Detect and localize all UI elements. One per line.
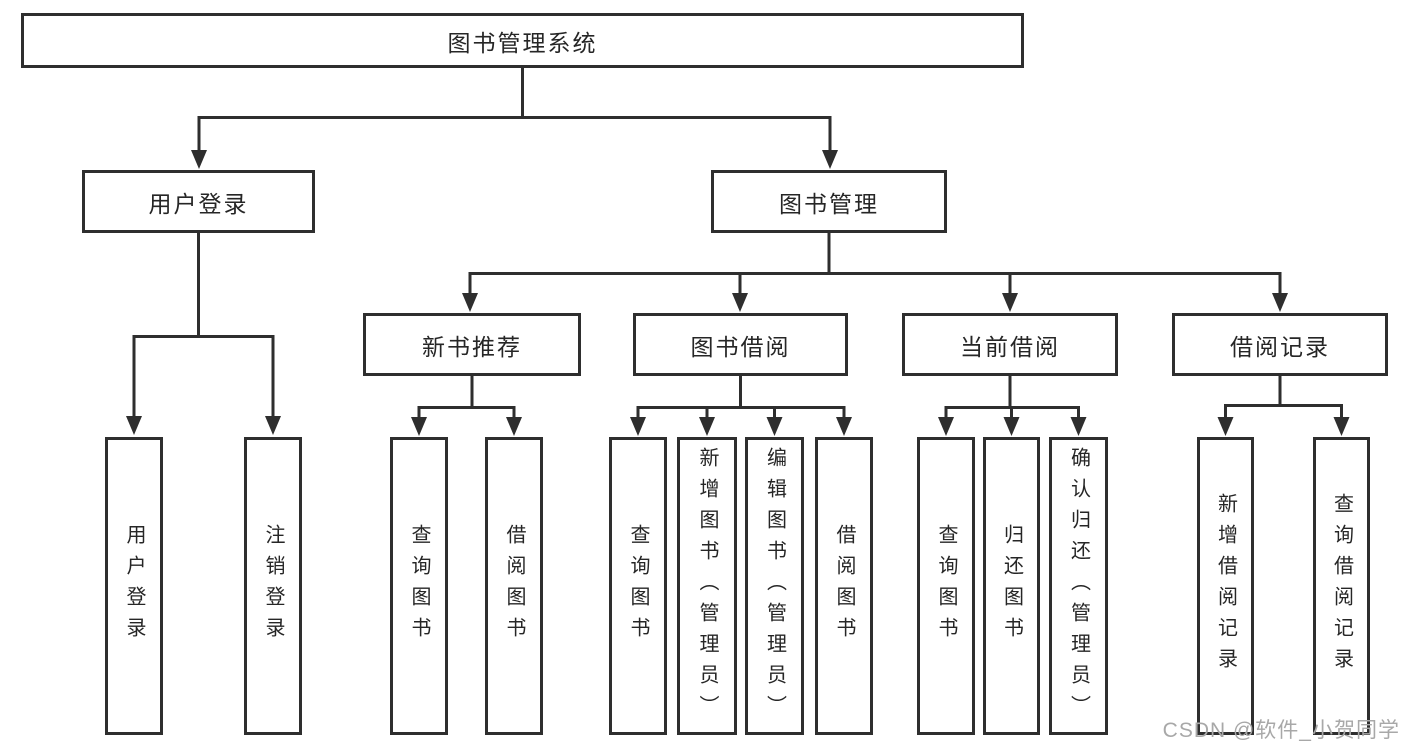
leaf-borrow-books: 借阅图书 bbox=[485, 437, 543, 735]
node-current-borrowing: 当前借阅 bbox=[902, 313, 1118, 376]
arrowheads-current-borrow-leaves bbox=[938, 417, 1087, 436]
node-user-login: 用户登录 bbox=[82, 170, 315, 233]
leaf-label: 借阅图书 bbox=[503, 524, 525, 648]
leaf-label: 注销登录 bbox=[262, 524, 284, 648]
node-book-borrowing: 图书借阅 bbox=[633, 313, 848, 376]
node-label: 图书管理系统 bbox=[447, 29, 598, 56]
node-label: 用户登录 bbox=[148, 190, 249, 217]
leaf-logout: 注销登录 bbox=[244, 437, 302, 735]
node-label: 图书借阅 bbox=[690, 333, 791, 360]
leaf-return-books: 归还图书 bbox=[983, 437, 1040, 735]
leaf-label: 确认归还（管理员） bbox=[1067, 446, 1090, 726]
node-library-management-system: 图书管理系统 bbox=[21, 13, 1024, 68]
arrowheads-level3 bbox=[462, 293, 1288, 312]
arrowheads-book-borrow-leaves bbox=[630, 417, 852, 436]
leaf-query-books: 查询图书 bbox=[609, 437, 667, 735]
leaf-label: 借阅图书 bbox=[833, 524, 855, 648]
leaf-add-borrow-record: 新增借阅记录 bbox=[1197, 437, 1254, 735]
edge-book-borrow-to-leaves bbox=[636, 376, 846, 418]
leaf-borrow-books: 借阅图书 bbox=[815, 437, 873, 735]
edge-book-mgmt-to-level3 bbox=[468, 233, 1282, 294]
node-label: 借阅记录 bbox=[1230, 333, 1330, 360]
leaf-label: 查询图书 bbox=[627, 524, 649, 648]
leaf-query-borrow-record: 查询借阅记录 bbox=[1313, 437, 1370, 735]
leaf-label: 查询图书 bbox=[935, 524, 957, 648]
node-label: 图书管理 bbox=[779, 190, 879, 217]
leaf-label: 用户登录 bbox=[123, 524, 145, 648]
csdn-watermark: CSDN @软件_小贺同学 bbox=[1162, 719, 1400, 742]
leaf-confirm-return-admin: 确认归还（管理员） bbox=[1049, 437, 1108, 735]
leaf-label: 查询借阅记录 bbox=[1330, 493, 1353, 679]
leaf-label: 编辑图书（管理员） bbox=[763, 446, 786, 726]
node-label: 新书推荐 bbox=[422, 333, 522, 360]
leaf-edit-books-admin: 编辑图书（管理员） bbox=[745, 437, 804, 735]
leaf-query-books: 查询图书 bbox=[390, 437, 448, 735]
leaf-user-login: 用户登录 bbox=[105, 437, 163, 735]
arrowheads-user-login-leaves bbox=[126, 416, 281, 435]
leaf-label: 新增图书（管理员） bbox=[696, 446, 718, 726]
leaf-query-books: 查询图书 bbox=[917, 437, 975, 735]
edge-user-login-to-leaves bbox=[132, 233, 275, 417]
leaf-label: 查询图书 bbox=[408, 524, 430, 648]
node-borrowing-records: 借阅记录 bbox=[1172, 313, 1388, 376]
leaf-add-books-admin: 新增图书（管理员） bbox=[677, 437, 737, 735]
node-book-management: 图书管理 bbox=[711, 170, 947, 233]
arrowheads-new-book-rec-leaves bbox=[411, 417, 522, 436]
edge-root-to-level2 bbox=[197, 68, 832, 151]
node-new-book-recommendation: 新书推荐 bbox=[363, 313, 581, 376]
arrowheads-borrow-records-leaves bbox=[1217, 417, 1350, 436]
leaf-label: 归还图书 bbox=[1000, 524, 1023, 648]
edge-new-book-rec-to-leaves bbox=[417, 376, 516, 418]
leaf-label: 新增借阅记录 bbox=[1214, 493, 1237, 679]
edge-current-borrow-to-leaves bbox=[944, 376, 1080, 418]
arrowheads-level2 bbox=[191, 150, 838, 169]
node-label: 当前借阅 bbox=[960, 333, 1060, 360]
edge-borrow-records-to-leaves bbox=[1224, 376, 1343, 418]
